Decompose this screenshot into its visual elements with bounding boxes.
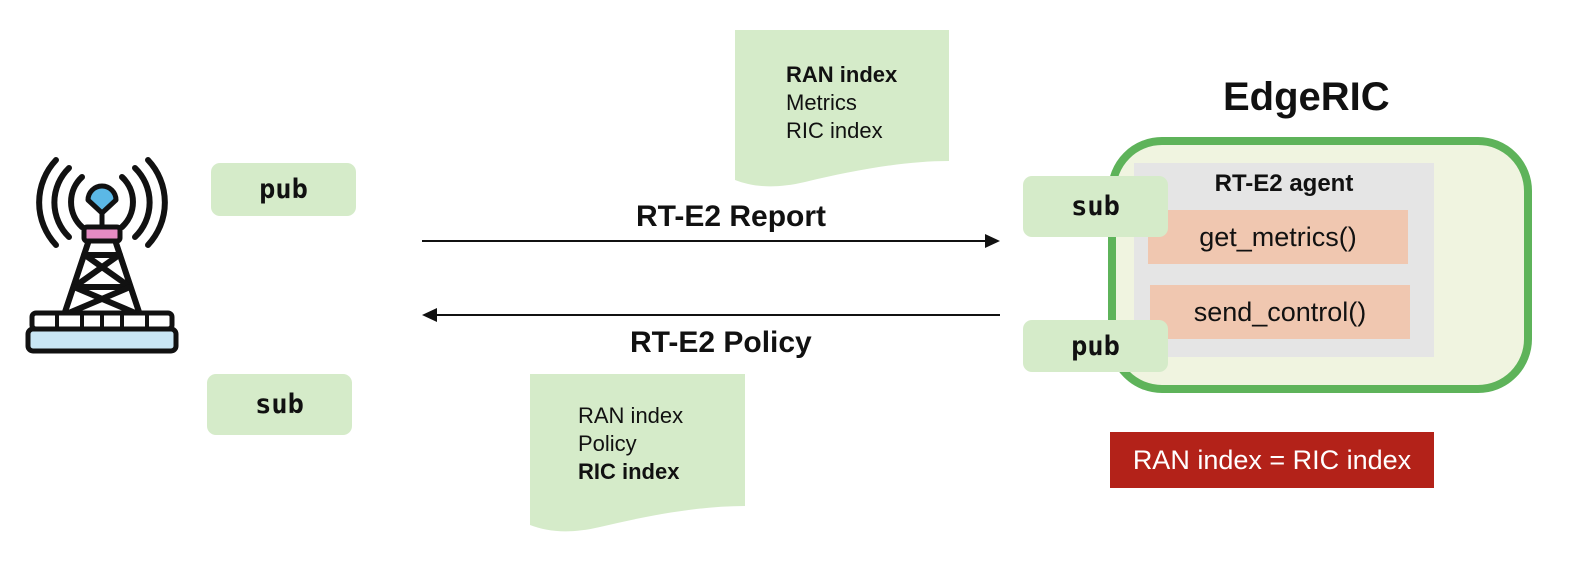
- edgeric-title: EdgeRIC: [1223, 75, 1390, 119]
- pub-box: pub: [211, 163, 356, 216]
- report-arrow-label: RT-E2 Report: [636, 200, 827, 233]
- pub-label: pub: [259, 174, 308, 205]
- policy-arrow-label: RT-E2 Policy: [630, 326, 812, 359]
- policy-document-text: RAN index Policy RIC index: [578, 402, 683, 486]
- send-control-function: send_control(): [1150, 285, 1410, 339]
- sub-label: sub: [255, 389, 304, 420]
- edgeric-pub-box: pub: [1023, 320, 1168, 372]
- report-document-text: RAN index Metrics RIC index: [786, 61, 897, 145]
- edgeric-pub-label: pub: [1071, 330, 1120, 362]
- report-document-shape: [735, 30, 949, 187]
- edgeric-sub-label: sub: [1071, 191, 1120, 222]
- edgeric-sub-box: sub: [1023, 176, 1168, 237]
- policy-doc-line-ran-index: RAN index: [578, 403, 684, 428]
- report-arrow: [422, 234, 1000, 248]
- policy-document-shape: [530, 374, 745, 532]
- send-control-label: send_control(): [1193, 296, 1367, 327]
- index-equality-label: RAN index = RIC index: [1132, 444, 1412, 475]
- get-metrics-function: get_metrics(): [1148, 210, 1408, 264]
- policy-arrow: [422, 308, 1000, 322]
- report-doc-line-ran-index: RAN index: [786, 62, 898, 87]
- report-doc-line-ric-index: RIC index: [786, 118, 883, 143]
- policy-doc-line-policy: Policy: [578, 431, 637, 456]
- cell-tower-icon: [25, 157, 179, 354]
- get-metrics-label: get_metrics(): [1199, 221, 1357, 252]
- index-equality-badge: RAN index = RIC index: [1110, 432, 1434, 488]
- policy-doc-line-ric-index: RIC index: [578, 459, 680, 484]
- report-doc-line-metrics: Metrics: [786, 90, 857, 115]
- rt-e2-agent-title: RT-E2 agent: [1214, 170, 1354, 197]
- sub-box: sub: [207, 374, 352, 435]
